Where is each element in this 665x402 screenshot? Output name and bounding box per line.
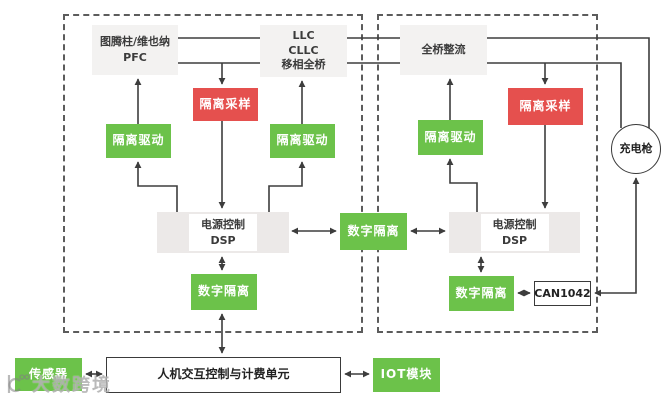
watermark-logo-icon xyxy=(7,374,30,393)
stage1-isolated-sampling-block: 隔离采样 xyxy=(193,88,258,121)
stage2-digital-isolation-block: 数字隔离 xyxy=(449,276,514,311)
stage1-dashed-container xyxy=(63,14,363,333)
charging-gun-node: 充电枪 xyxy=(611,124,661,174)
pfc-block: 图腾柱/维也纳 PFC xyxy=(92,25,178,75)
stage2-isolated-drive-block: 隔离驱动 xyxy=(418,120,483,155)
stage2-dsp-block: 电源控制 DSP xyxy=(449,212,580,253)
hmi-billing-unit-block: 人机交互控制与计费单元 xyxy=(106,357,341,393)
interlink-digital-isolation-block: 数字隔离 xyxy=(340,213,407,250)
stage1-dsp-block: 电源控制 DSP xyxy=(157,212,289,253)
watermark: 大数跨境 xyxy=(6,371,112,397)
stage2-isolated-sampling-block: 隔离采样 xyxy=(508,88,583,125)
stage1-dsp-label: 电源控制 DSP xyxy=(189,214,257,251)
llc-bridge-block: LLC CLLC 移相全桥 xyxy=(260,25,347,77)
stage2-dashed-container xyxy=(377,14,598,333)
stage1-digital-isolation-block: 数字隔离 xyxy=(191,274,257,310)
iot-module-block: IOT模块 xyxy=(373,358,440,392)
can1042-transceiver-block: CAN1042 xyxy=(534,281,591,306)
full-bridge-rectifier-block: 全桥整流 xyxy=(400,25,487,75)
stage2-dsp-label: 电源控制 DSP xyxy=(480,214,549,251)
stage1-isolated-drive-pfc-block: 隔离驱动 xyxy=(106,124,171,158)
stage1-isolated-drive-bridge-block: 隔离驱动 xyxy=(270,124,335,158)
watermark-text: 大数跨境 xyxy=(32,375,112,396)
